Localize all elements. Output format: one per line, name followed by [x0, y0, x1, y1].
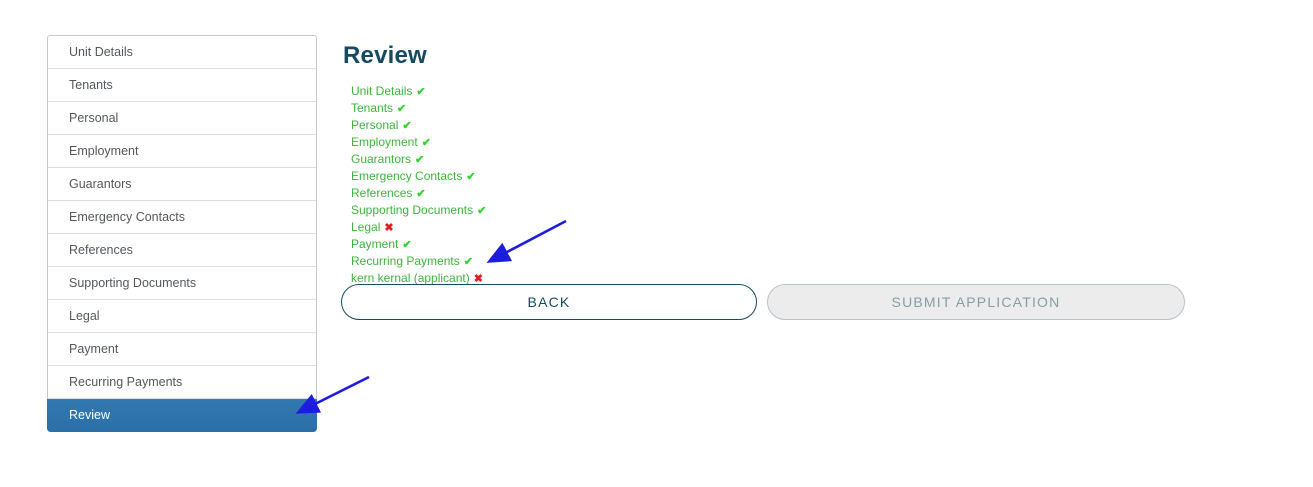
checklist-row: Employment✔ [351, 134, 486, 151]
checklist-row: Tenants✔ [351, 100, 486, 117]
sidebar-item-legal[interactable]: Legal [48, 300, 316, 333]
sidebar-item-supporting-documents[interactable]: Supporting Documents [48, 267, 316, 300]
checklist-label: Legal [351, 220, 381, 234]
sidebar-item-guarantors[interactable]: Guarantors [48, 168, 316, 201]
checklist-label: Tenants [351, 101, 394, 115]
checklist-row: Guarantors✔ [351, 151, 486, 168]
sidebar-item-review[interactable]: Review [47, 399, 317, 432]
checklist-label: Recurring Payments [351, 254, 460, 268]
action-button-row: BACK SUBMIT APPLICATION [341, 284, 1185, 320]
cross-icon: ✖ [384, 222, 394, 234]
checklist-label: Emergency Contacts [351, 169, 463, 183]
checklist-row: References✔ [351, 185, 486, 202]
check-icon: ✔ [421, 137, 431, 149]
checklist-label: kern kernal (applicant) [351, 271, 470, 285]
sidebar-item-payment[interactable]: Payment [48, 333, 316, 366]
check-icon: ✔ [466, 171, 476, 183]
checklist-row: kern kernal (applicant)✖ [351, 270, 486, 287]
check-icon: ✔ [397, 103, 407, 115]
checklist-label: Supporting Documents [351, 203, 474, 217]
checklist-row: Unit Details✔ [351, 83, 486, 100]
sidebar-item-recurring-payments[interactable]: Recurring Payments [48, 366, 316, 399]
sidebar-item-tenants[interactable]: Tenants [48, 69, 316, 102]
checklist-label: Payment [351, 237, 399, 251]
back-button[interactable]: BACK [341, 284, 757, 320]
sidebar-item-personal[interactable]: Personal [48, 102, 316, 135]
checklist-label: Guarantors [351, 152, 412, 166]
check-icon: ✔ [416, 86, 426, 98]
sidebar-item-references[interactable]: References [48, 234, 316, 267]
arrow-to-applicant-row [486, 219, 567, 263]
cross-icon: ✖ [473, 273, 483, 285]
check-icon: ✔ [402, 239, 412, 251]
check-icon: ✔ [415, 154, 425, 166]
check-icon: ✔ [477, 205, 487, 217]
submit-application-button[interactable]: SUBMIT APPLICATION [767, 284, 1185, 320]
page-title: Review [343, 42, 427, 69]
checklist-row: Payment✔ [351, 236, 486, 253]
sidebar-item-unit-details[interactable]: Unit Details [48, 36, 316, 69]
checklist-label: Unit Details [351, 84, 413, 98]
checklist-row: Personal✔ [351, 117, 486, 134]
checklist-label: Employment [351, 135, 418, 149]
checklist-row: Recurring Payments✔ [351, 253, 486, 270]
checklist-row: Emergency Contacts✔ [351, 168, 486, 185]
check-icon: ✔ [416, 188, 426, 200]
checklist-row: Legal✖ [351, 219, 486, 236]
checklist-row: Supporting Documents✔ [351, 202, 486, 219]
check-icon: ✔ [402, 120, 412, 132]
review-checklist: Unit Details✔Tenants✔Personal✔Employment… [351, 83, 486, 287]
sidebar-item-emergency-contacts[interactable]: Emergency Contacts [48, 201, 316, 234]
checklist-label: Personal [351, 118, 399, 132]
check-icon: ✔ [463, 256, 473, 268]
sidebar-item-employment[interactable]: Employment [48, 135, 316, 168]
checklist-label: References [351, 186, 413, 200]
